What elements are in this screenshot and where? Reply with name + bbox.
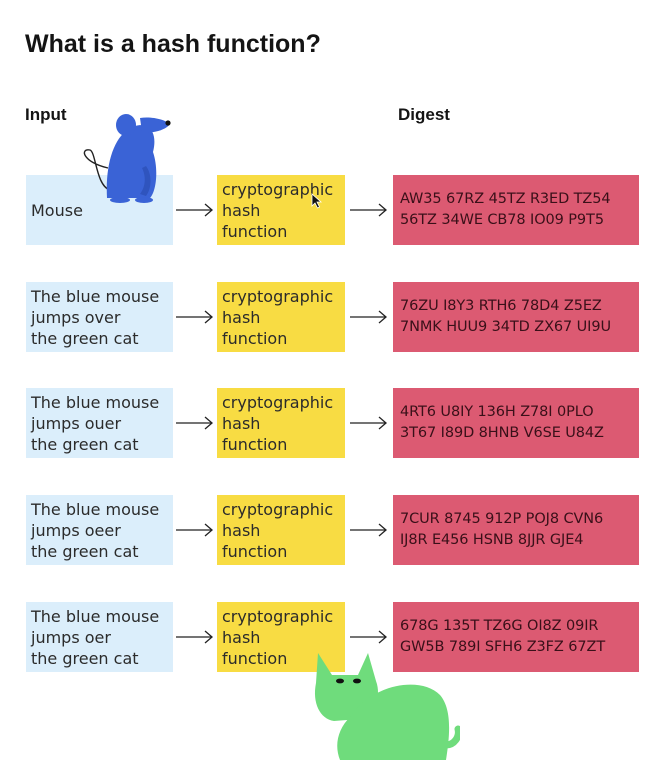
input-text: The blue mouse jumps ouer the green cat [31,392,160,454]
digest-line: GW5B 789I SFH6 Z3FZ 67ZT [400,639,606,655]
input-text: The blue mouse jumps over the green cat [31,286,160,348]
right-arrow-icon [350,523,387,537]
right-arrow-icon [176,310,213,324]
hash-function-box: cryptographic hash function [217,495,345,565]
digest-line: 7CUR 8745 912P POJ8 CVN6 [400,511,604,527]
right-arrow-icon [176,523,213,537]
digest-column-header: Digest [398,105,450,124]
digest-line: 678G 135T TZ6G OI8Z 09IR [400,618,599,634]
digest-line: 56TZ 34WE CB78 IO09 P9T5 [400,212,604,228]
hash-function-label: cryptographic hash function [222,179,334,241]
input-text: The blue mouse jumps oeer the green cat [31,499,160,561]
right-arrow-icon [176,203,213,217]
hash-row: Mouse cryptographic hash function AW35 6… [0,175,672,245]
hash-function-box: cryptographic hash function [217,282,345,352]
hash-function-label: cryptographic hash function [222,499,334,561]
cat-illustration [314,653,460,760]
mouse-cursor-icon [311,193,323,209]
input-box: The blue mouse jumps ouer the green cat [26,388,173,458]
digest-line: 7NMK HUU9 34TD ZX67 UI9U [400,319,612,335]
hash-function-box: cryptographic hash function [217,175,345,245]
digest-box: AW35 67RZ 45TZ R3ED TZ54 56TZ 34WE CB78 … [393,175,639,245]
input-box: The blue mouse jumps over the green cat [26,282,173,352]
hash-row: The blue mouse jumps ouer the green cat … [0,388,672,458]
hash-function-box: cryptographic hash function [217,602,345,672]
hash-function-box: cryptographic hash function [217,388,345,458]
right-arrow-icon [176,630,213,644]
mouse-illustration [83,114,171,203]
right-arrow-icon [350,630,387,644]
page-title: What is a hash function? [25,30,321,58]
hash-function-label: cryptographic hash function [222,392,334,454]
hash-row: The blue mouse jumps over the green cat … [0,282,672,352]
digest-box: 678G 135T TZ6G OI8Z 09IR GW5B 789I SFH6 … [393,602,639,672]
input-text: The blue mouse jumps oer the green cat [31,606,160,668]
digest-line: IJ8R E456 HSNB 8JJR GJE4 [400,532,584,548]
digest-line: AW35 67RZ 45TZ R3ED TZ54 [400,191,611,207]
hash-function-label: cryptographic hash function [222,286,334,348]
digest-box: 7CUR 8745 912P POJ8 CVN6 IJ8R E456 HSNB … [393,495,639,565]
digest-line: 76ZU I8Y3 RTH6 78D4 Z5EZ [400,298,602,314]
right-arrow-icon [350,203,387,217]
right-arrow-icon [176,416,213,430]
right-arrow-icon [350,416,387,430]
input-box: The blue mouse jumps oer the green cat [26,602,173,672]
input-text: Mouse [31,200,83,220]
input-column-header: Input [25,105,67,124]
hash-function-label: cryptographic hash function [222,606,334,668]
digest-box: 76ZU I8Y3 RTH6 78D4 Z5EZ 7NMK HUU9 34TD … [393,282,639,352]
right-arrow-icon [350,310,387,324]
hash-row: The blue mouse jumps oeer the green cat … [0,495,672,565]
digest-box: 4RT6 U8IY 136H Z78I 0PLO 3T67 I89D 8HNB … [393,388,639,458]
hash-row: The blue mouse jumps oer the green cat c… [0,602,672,672]
input-box: The blue mouse jumps oeer the green cat [26,495,173,565]
digest-line: 3T67 I89D 8HNB V6SE U84Z [400,425,604,441]
digest-line: 4RT6 U8IY 136H Z78I 0PLO [400,404,594,420]
